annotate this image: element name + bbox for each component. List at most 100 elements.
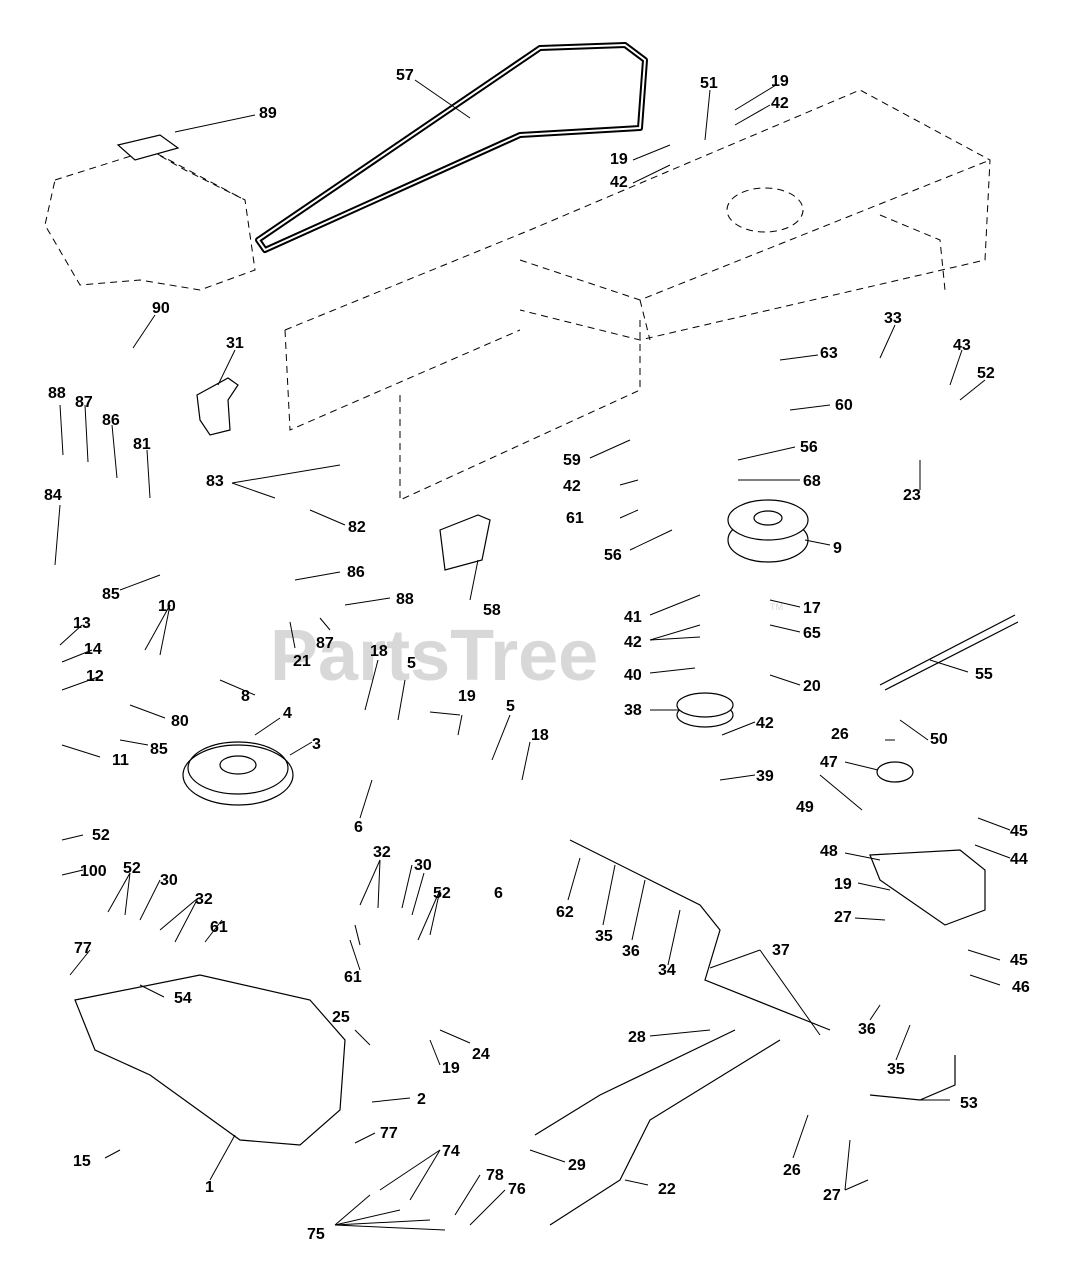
rod-28-shape — [534, 1029, 736, 1136]
callout-85: 85 — [102, 586, 120, 603]
callout-45: 45 — [1010, 952, 1028, 969]
callout-42: 42 — [771, 95, 789, 112]
callout-43: 43 — [953, 337, 971, 354]
callout-31: 31 — [226, 335, 244, 352]
callout-52: 52 — [123, 860, 141, 877]
callout-19: 19 — [610, 151, 628, 168]
callout-52: 52 — [977, 365, 995, 382]
shaft-34-shape — [569, 839, 831, 1031]
callout-15: 15 — [73, 1153, 91, 1170]
callout-59: 59 — [563, 452, 581, 469]
callout-5: 5 — [407, 655, 416, 672]
callout-5: 5 — [506, 698, 515, 715]
watermark-tm: TM — [770, 602, 783, 612]
callout-81: 81 — [133, 436, 151, 453]
callout-3: 3 — [312, 736, 321, 753]
rod-53-shape — [869, 1055, 956, 1101]
drive-belt — [255, 42, 648, 253]
callout-61: 61 — [210, 919, 228, 936]
callout-100: 100 — [80, 863, 107, 880]
bracket-48-shape — [869, 849, 986, 926]
callout-87: 87 — [75, 394, 93, 411]
shaft-22-shape — [549, 1039, 781, 1226]
callout-52: 52 — [433, 885, 451, 902]
callout-44: 44 — [1010, 851, 1028, 868]
callout-57: 57 — [396, 67, 414, 84]
callout-6: 6 — [354, 819, 363, 836]
callout-13: 13 — [73, 615, 91, 632]
callout-61: 61 — [344, 969, 362, 986]
hood-assembly — [44, 149, 256, 291]
callout-87: 87 — [316, 635, 334, 652]
callout-36: 36 — [622, 943, 640, 960]
callout-35: 35 — [887, 1061, 905, 1078]
callout-36: 36 — [858, 1021, 876, 1038]
pulley-3-shape — [182, 741, 294, 806]
callout-22: 22 — [658, 1181, 676, 1198]
callout-28: 28 — [628, 1029, 646, 1046]
callout-34: 34 — [658, 962, 676, 979]
callout-58: 58 — [483, 602, 501, 619]
callout-74: 74 — [442, 1143, 460, 1160]
watermark-text: PartsTree — [270, 616, 598, 696]
callout-49: 49 — [796, 799, 814, 816]
callout-77: 77 — [380, 1125, 398, 1142]
callout-55: 55 — [975, 666, 993, 683]
callout-54: 54 — [174, 990, 192, 1007]
callout-46: 46 — [1012, 979, 1030, 996]
callout-39: 39 — [756, 768, 774, 785]
callout-30: 30 — [160, 872, 178, 889]
part-31-shape — [196, 377, 239, 436]
callout-76: 76 — [508, 1181, 526, 1198]
callout-89: 89 — [259, 105, 277, 122]
callout-85: 85 — [150, 741, 168, 758]
callout-35: 35 — [595, 928, 613, 945]
callout-51: 51 — [700, 75, 718, 92]
callout-80: 80 — [171, 713, 189, 730]
callout-65: 65 — [803, 625, 821, 642]
callout-90: 90 — [152, 300, 170, 317]
callout-11: 11 — [112, 752, 129, 769]
callout-83: 83 — [206, 473, 224, 490]
callout-50: 50 — [930, 731, 948, 748]
callout-88: 88 — [396, 591, 414, 608]
callout-24: 24 — [472, 1046, 490, 1063]
callout-8: 8 — [241, 688, 250, 705]
callout-68: 68 — [803, 473, 821, 490]
callout-52: 52 — [92, 827, 110, 844]
callout-37: 37 — [772, 942, 790, 959]
callout-19: 19 — [458, 688, 476, 705]
part-89-shape — [116, 134, 180, 161]
callout-47: 47 — [820, 754, 838, 771]
callout-9: 9 — [833, 540, 842, 557]
idler-47-shape — [876, 761, 914, 783]
callout-86: 86 — [347, 564, 365, 581]
callout-56: 56 — [800, 439, 818, 456]
callout-23: 23 — [903, 487, 921, 504]
callout-21: 21 — [293, 653, 311, 670]
callout-42: 42 — [756, 715, 774, 732]
callout-19: 19 — [442, 1060, 460, 1077]
clutch-9-shape — [727, 499, 809, 563]
callout-45: 45 — [1010, 823, 1028, 840]
callout-19: 19 — [834, 876, 852, 893]
callout-4: 4 — [283, 705, 292, 722]
callout-60: 60 — [835, 397, 853, 414]
spring-55-shape — [879, 614, 1019, 691]
callout-30: 30 — [414, 857, 432, 874]
callout-63: 63 — [820, 345, 838, 362]
callout-1: 1 — [205, 1179, 214, 1196]
callout-14: 14 — [84, 641, 102, 658]
callout-29: 29 — [568, 1157, 586, 1174]
transmission-1-shape — [74, 974, 346, 1146]
callout-33: 33 — [884, 310, 902, 327]
leader-lines — [54, 79, 1011, 1231]
callout-78: 78 — [486, 1167, 504, 1184]
callout-84: 84 — [44, 487, 62, 504]
callout-27: 27 — [823, 1187, 841, 1204]
callout-17: 17 — [803, 600, 821, 617]
callout-20: 20 — [803, 678, 821, 695]
callout-42: 42 — [610, 174, 628, 191]
frame-assembly — [284, 89, 991, 501]
